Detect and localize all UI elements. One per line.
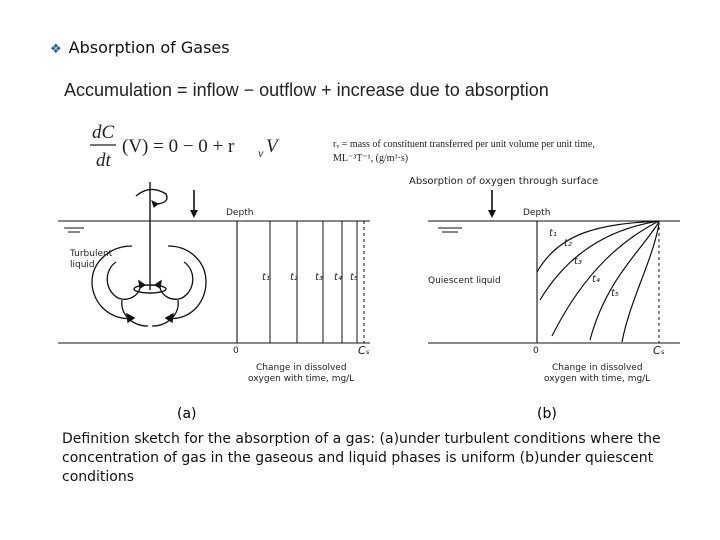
- figure-caption: Definition sketch for the absorption of …: [62, 431, 661, 485]
- fig-b-t5: t₅: [611, 288, 619, 299]
- rv-definition: rᵥ = mass of constituent transferred per…: [333, 139, 595, 150]
- fig-a-xlabel-1: Change in dissolved: [256, 363, 347, 373]
- figure-a: [58, 182, 370, 344]
- fig-a-liquid-label-1: Turbulent: [69, 249, 113, 259]
- fig-a-depth-label: Depth: [226, 208, 253, 218]
- eq-lhs-denominator: dt: [96, 150, 112, 171]
- fig-a-saturation-label: Cₛ: [358, 344, 370, 357]
- fig-b-t2: t₂: [564, 238, 572, 249]
- fig-b-xlabel-1: Change in dissolved: [552, 363, 643, 373]
- heading-text: Absorption of Gases: [68, 38, 230, 57]
- fig-a-t4: t₄: [334, 272, 342, 283]
- fig-b-profile-t4: [589, 221, 660, 341]
- surface-absorption-label: Absorption of oxygen through surface: [409, 176, 599, 187]
- turbulence-swirls: [91, 245, 207, 327]
- fig-b-profile-t1: [536, 220, 660, 273]
- fig-b-saturation-label: Cₛ: [653, 344, 665, 357]
- panel-label-a: (a): [177, 406, 197, 422]
- fig-a-t3: t₃: [315, 272, 323, 283]
- fig-b-profile-t5: [621, 223, 660, 343]
- eq-lhs-numerator: dC: [92, 122, 115, 143]
- figure-b: [428, 190, 680, 344]
- mixer-icon: [133, 182, 168, 294]
- fig-a-t5: t₅: [350, 272, 358, 283]
- eq-rest: (V) = 0 − 0 + r: [122, 136, 235, 157]
- fig-b-profile-t2: [539, 220, 660, 301]
- fig-a-t1: t₁: [262, 272, 270, 283]
- figure-b-labels: Depth Quiescent liquid t₁ t₂ t₃ t₄ t₅ 0 …: [428, 208, 665, 384]
- fig-b-profile-t3: [551, 220, 660, 337]
- mass-balance-equation: Accumulation = inflow − outflow + increa…: [64, 80, 549, 100]
- fig-a-liquid-label-2: liquid: [70, 260, 95, 270]
- fig-b-liquid-label: Quiescent liquid: [428, 276, 501, 286]
- panel-label-b: (b): [537, 406, 557, 422]
- fig-b-depth-label: Depth: [523, 208, 550, 218]
- rate-equation: dC dt (V) = 0 − 0 + r v V: [90, 122, 280, 171]
- diamond-bullet-icon: ❖: [50, 42, 62, 57]
- eq-subscript: v: [258, 146, 264, 160]
- fig-b-t4: t₄: [592, 274, 600, 285]
- fig-b-t1: t₁: [549, 228, 557, 239]
- fig-a-t2: t₂: [290, 272, 298, 283]
- fig-b-origin: 0: [533, 346, 539, 356]
- rv-units: ML⁻³T⁻¹, (g/m³·s): [333, 153, 409, 164]
- figure-a-labels: Depth Turbulent liquid t₁ t₂ t₃ t₄ t₅ 0 …: [69, 208, 370, 384]
- fig-a-origin: 0: [233, 346, 239, 356]
- fig-a-xlabel-2: oxygen with time, mg/L: [248, 374, 354, 384]
- fig-b-t3: t₃: [574, 256, 582, 267]
- fig-b-xlabel-2: oxygen with time, mg/L: [544, 374, 650, 384]
- eq-tail: V: [266, 136, 280, 157]
- slide-heading: ❖ Absorption of Gases: [50, 38, 230, 57]
